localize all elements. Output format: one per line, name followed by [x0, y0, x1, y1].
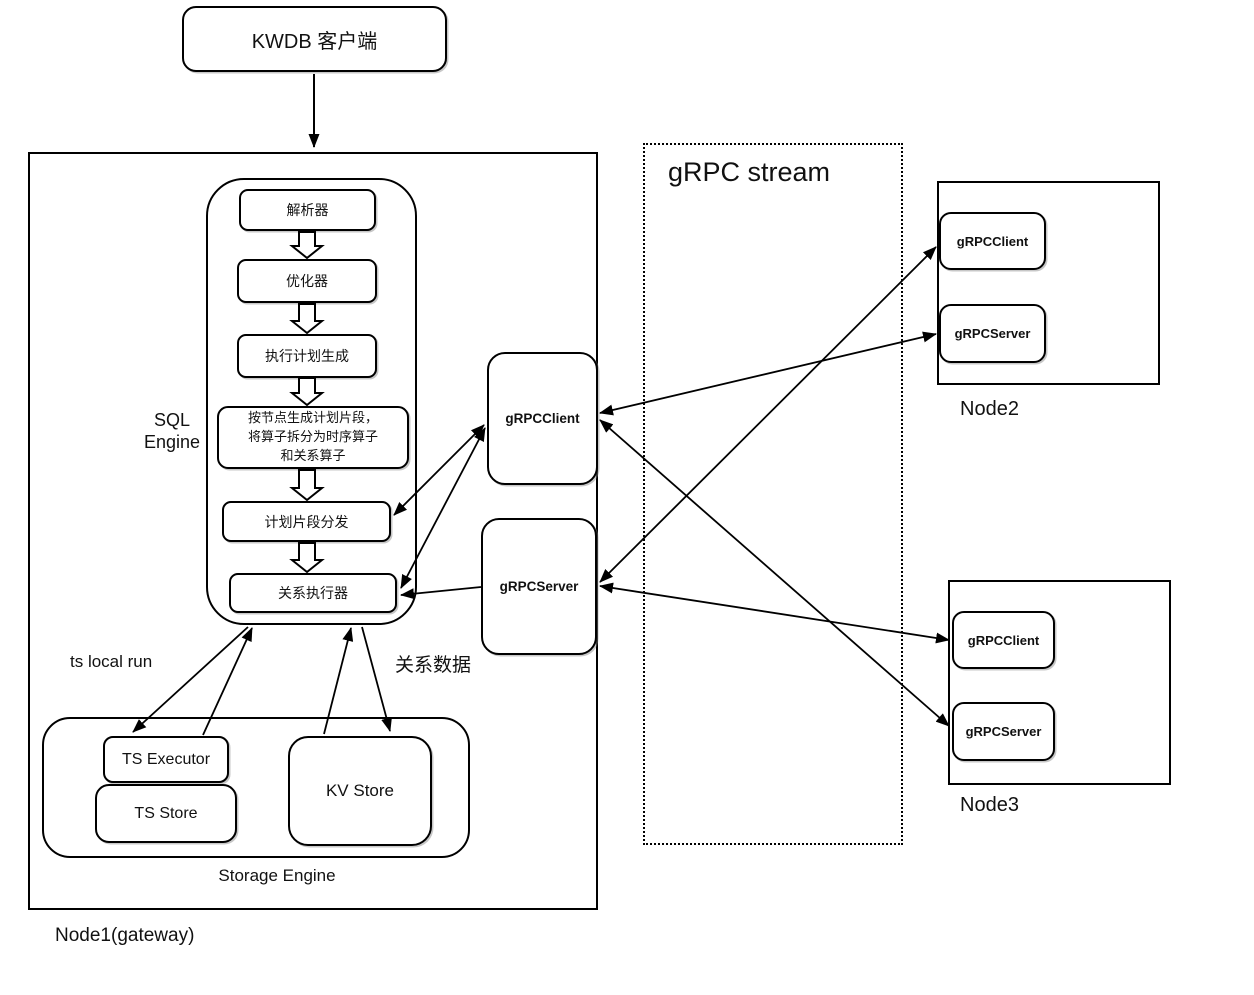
node1-box: [28, 152, 598, 910]
kwdb-client-box: KWDB 客户端: [182, 6, 447, 72]
node2-grpc-server-box: gRPCServer: [939, 304, 1046, 363]
node3-grpc-client-box: gRPCClient: [952, 611, 1055, 669]
optimizer-box: 优化器: [237, 259, 377, 303]
node1-label: Node1(gateway): [55, 925, 195, 946]
node2-box: [937, 181, 1160, 385]
node2-grpc-client-box: gRPCClient: [939, 212, 1046, 270]
node1-grpc-client-box: gRPCClient: [487, 352, 598, 485]
relational-data-label: 关系数据: [395, 654, 472, 676]
grpc-stream-title: gRPC stream: [668, 156, 831, 187]
plan-generation-box: 执行计划生成: [237, 334, 377, 378]
relational-executor-box: 关系执行器: [229, 573, 397, 613]
sql-engine-label: SQL Engine: [143, 409, 201, 453]
grpc-stream-region: [643, 143, 903, 845]
kv-store-box: KV Store: [288, 736, 432, 846]
sql-engine-container: [206, 178, 417, 625]
node3-grpc-server-box: gRPCServer: [952, 702, 1055, 761]
fragment-dispatch-box: 计划片段分发: [222, 501, 391, 542]
ts-store-box: TS Store: [95, 784, 237, 843]
kwdb-client-label: KWDB 客户端: [251, 30, 378, 53]
node3-label: Node3: [960, 793, 1019, 816]
ts-local-run-label: ts local run: [70, 652, 153, 671]
storage-engine-container: [42, 717, 470, 858]
ts-executor-box: TS Executor: [103, 736, 229, 783]
node1-grpc-server-box: gRPCServer: [481, 518, 597, 655]
node2-label: Node2: [960, 397, 1019, 420]
parser-box: 解析器: [239, 189, 376, 231]
fragment-split-box: 按节点生成计划片段， 将算子拆分为时序算子 和关系算子: [217, 406, 409, 469]
storage-engine-label: Storage Engine: [218, 866, 336, 885]
